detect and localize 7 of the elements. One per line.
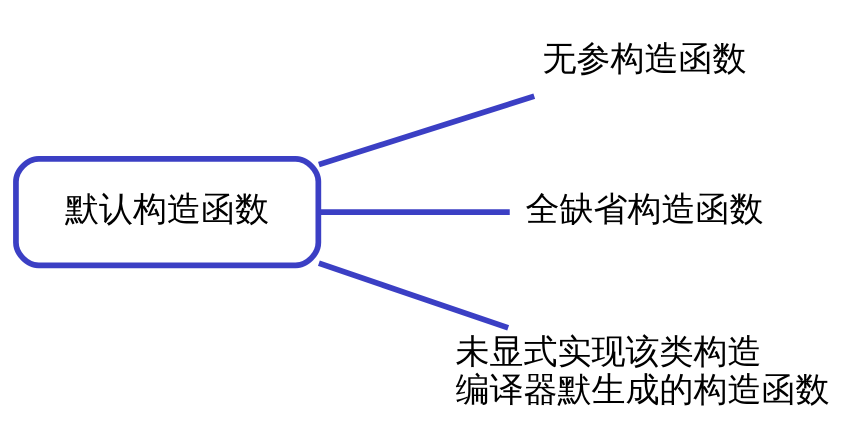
node-text: 未显式实现该类构造编译器默生成的构造函数 [455, 332, 830, 410]
node-text: 无参构造函数 [542, 39, 747, 80]
node-box: 默认构造函数 [13, 156, 322, 268]
connector [318, 209, 510, 215]
node-text: 全缺省构造函数 [526, 189, 764, 230]
connector [318, 260, 510, 331]
connector [318, 93, 536, 168]
